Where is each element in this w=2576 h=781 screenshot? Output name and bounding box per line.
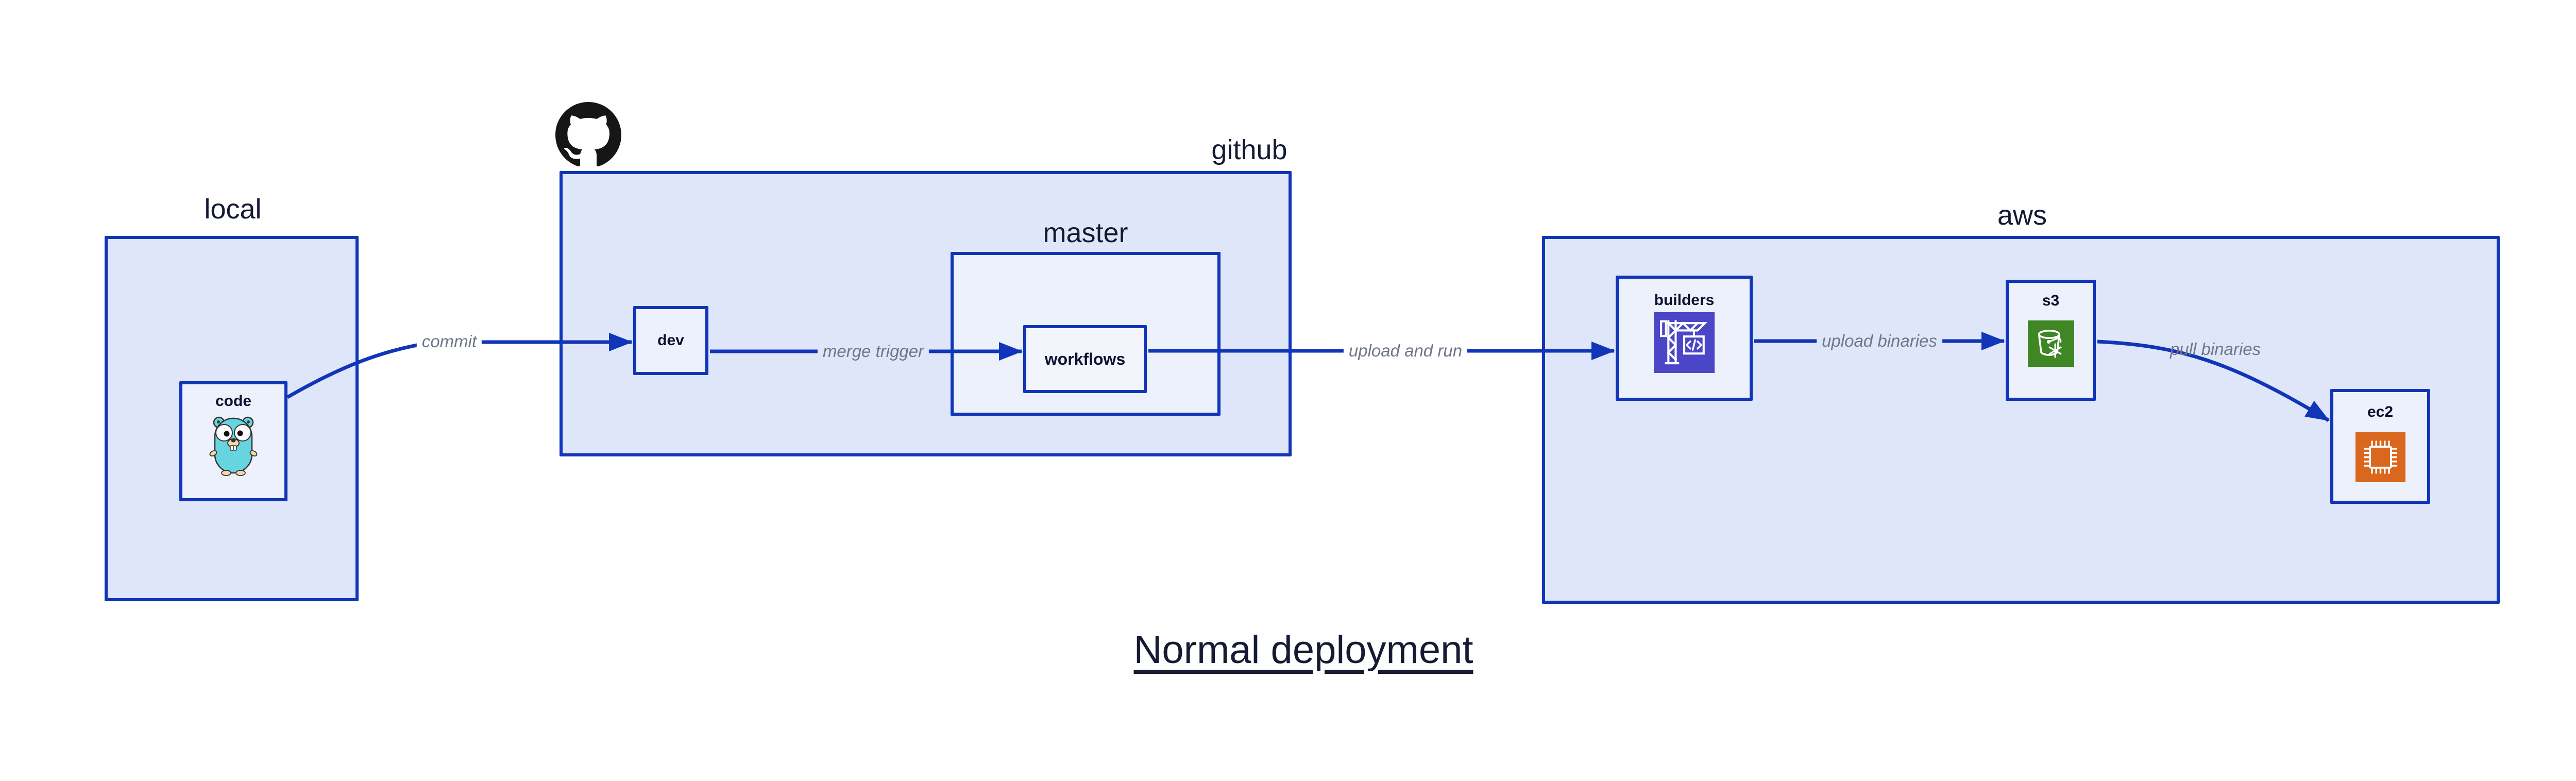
master-branch-label: master: [1043, 217, 1128, 248]
aws-ec2-chip-icon: [2355, 432, 2405, 482]
s3-node-box: s3: [2006, 280, 2096, 401]
github-group-label: github: [1211, 134, 1287, 165]
code-node-box: code: [179, 381, 287, 501]
commit-edge-label: commit: [416, 332, 482, 351]
dev-branch-box: dev: [633, 306, 708, 375]
github-logo-icon: [555, 102, 621, 166]
aws-codebuild-crane-icon: [1654, 312, 1715, 373]
ec2-node-label: ec2: [2367, 403, 2394, 420]
local-group-label: local: [204, 194, 262, 225]
workflows-node-box: workflows: [1023, 325, 1147, 393]
go-gopher-icon: [209, 416, 258, 476]
aws-s3-glacier-bucket-icon: [2027, 320, 2074, 367]
upload-and-run-edge-label: upload and run: [1343, 341, 1468, 361]
pull-binaries-edge-label: pull binaries: [2170, 339, 2261, 359]
builders-node-box: builders: [1616, 276, 1753, 401]
dev-branch-label: dev: [657, 332, 684, 349]
ec2-node-box: ec2: [2330, 389, 2430, 504]
aws-group-label: aws: [1997, 200, 2047, 231]
diagram-title: Normal deployment: [1133, 628, 1473, 672]
workflows-node-label: workflows: [1044, 350, 1126, 368]
s3-node-label: s3: [2042, 292, 2060, 309]
builders-node-label: builders: [1654, 292, 1715, 309]
merge-trigger-edge-label: merge trigger: [817, 342, 929, 361]
code-node-label: code: [215, 393, 252, 410]
upload-binaries-edge-label: upload binaries: [1817, 331, 1942, 351]
